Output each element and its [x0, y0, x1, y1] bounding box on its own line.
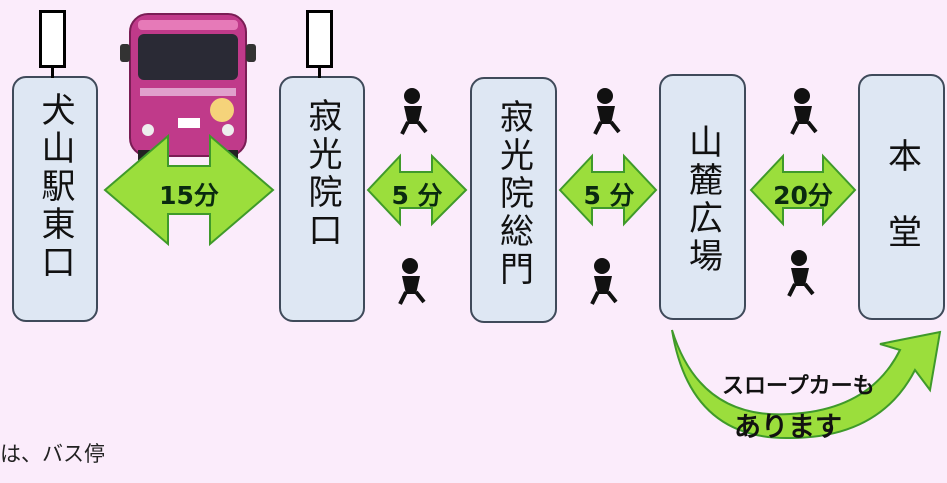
stop-jakkoin-somon: 寂光院総門 — [470, 77, 557, 323]
stop-jakkoin-guchi: 寂光院口 — [279, 76, 365, 322]
duration-bus: 15分 — [159, 181, 219, 210]
duration-walk-3: 20分 — [773, 181, 833, 210]
stop-label: 寂光院総門 — [493, 99, 534, 289]
stop-label: 本 堂 — [881, 138, 922, 252]
walking-person-icon — [398, 258, 426, 305]
bus-stop-pole — [51, 68, 54, 78]
footer-note: は、バス停 — [0, 442, 105, 466]
walking-person-icon — [590, 258, 618, 305]
stop-label: 山麓広場 — [682, 124, 723, 276]
walk-arrow-1 — [366, 153, 468, 227]
walk-arrow-3 — [749, 153, 857, 227]
bus-stop-pole — [318, 68, 321, 78]
bus-icon — [120, 13, 256, 164]
stop-label: 寂光院口 — [302, 98, 342, 250]
slope-car-arrow — [671, 329, 942, 440]
stop-sanroku-hiroba: 山麓広場 — [659, 74, 746, 320]
walk-arrow-2 — [558, 153, 658, 227]
bus-stop-sign-icon — [39, 10, 66, 68]
stop-inuyama-east: 犬山駅東口 — [12, 76, 98, 322]
walking-person-icon — [593, 88, 621, 135]
bus-travel-arrow — [103, 133, 275, 247]
slope-car-note-line1: スロープカーも — [722, 374, 875, 399]
stop-hondo: 本 堂 — [858, 74, 945, 320]
walking-person-icon — [790, 88, 818, 135]
duration-walk-2: 5 分 — [583, 181, 635, 210]
walking-person-icon — [400, 88, 428, 135]
walking-person-icon — [787, 250, 815, 297]
duration-walk-1: 5 分 — [391, 181, 443, 210]
bus-stop-sign-icon — [306, 10, 333, 68]
stop-label: 犬山駅東口 — [35, 92, 75, 282]
slope-car-note-line2: あります — [734, 412, 842, 443]
